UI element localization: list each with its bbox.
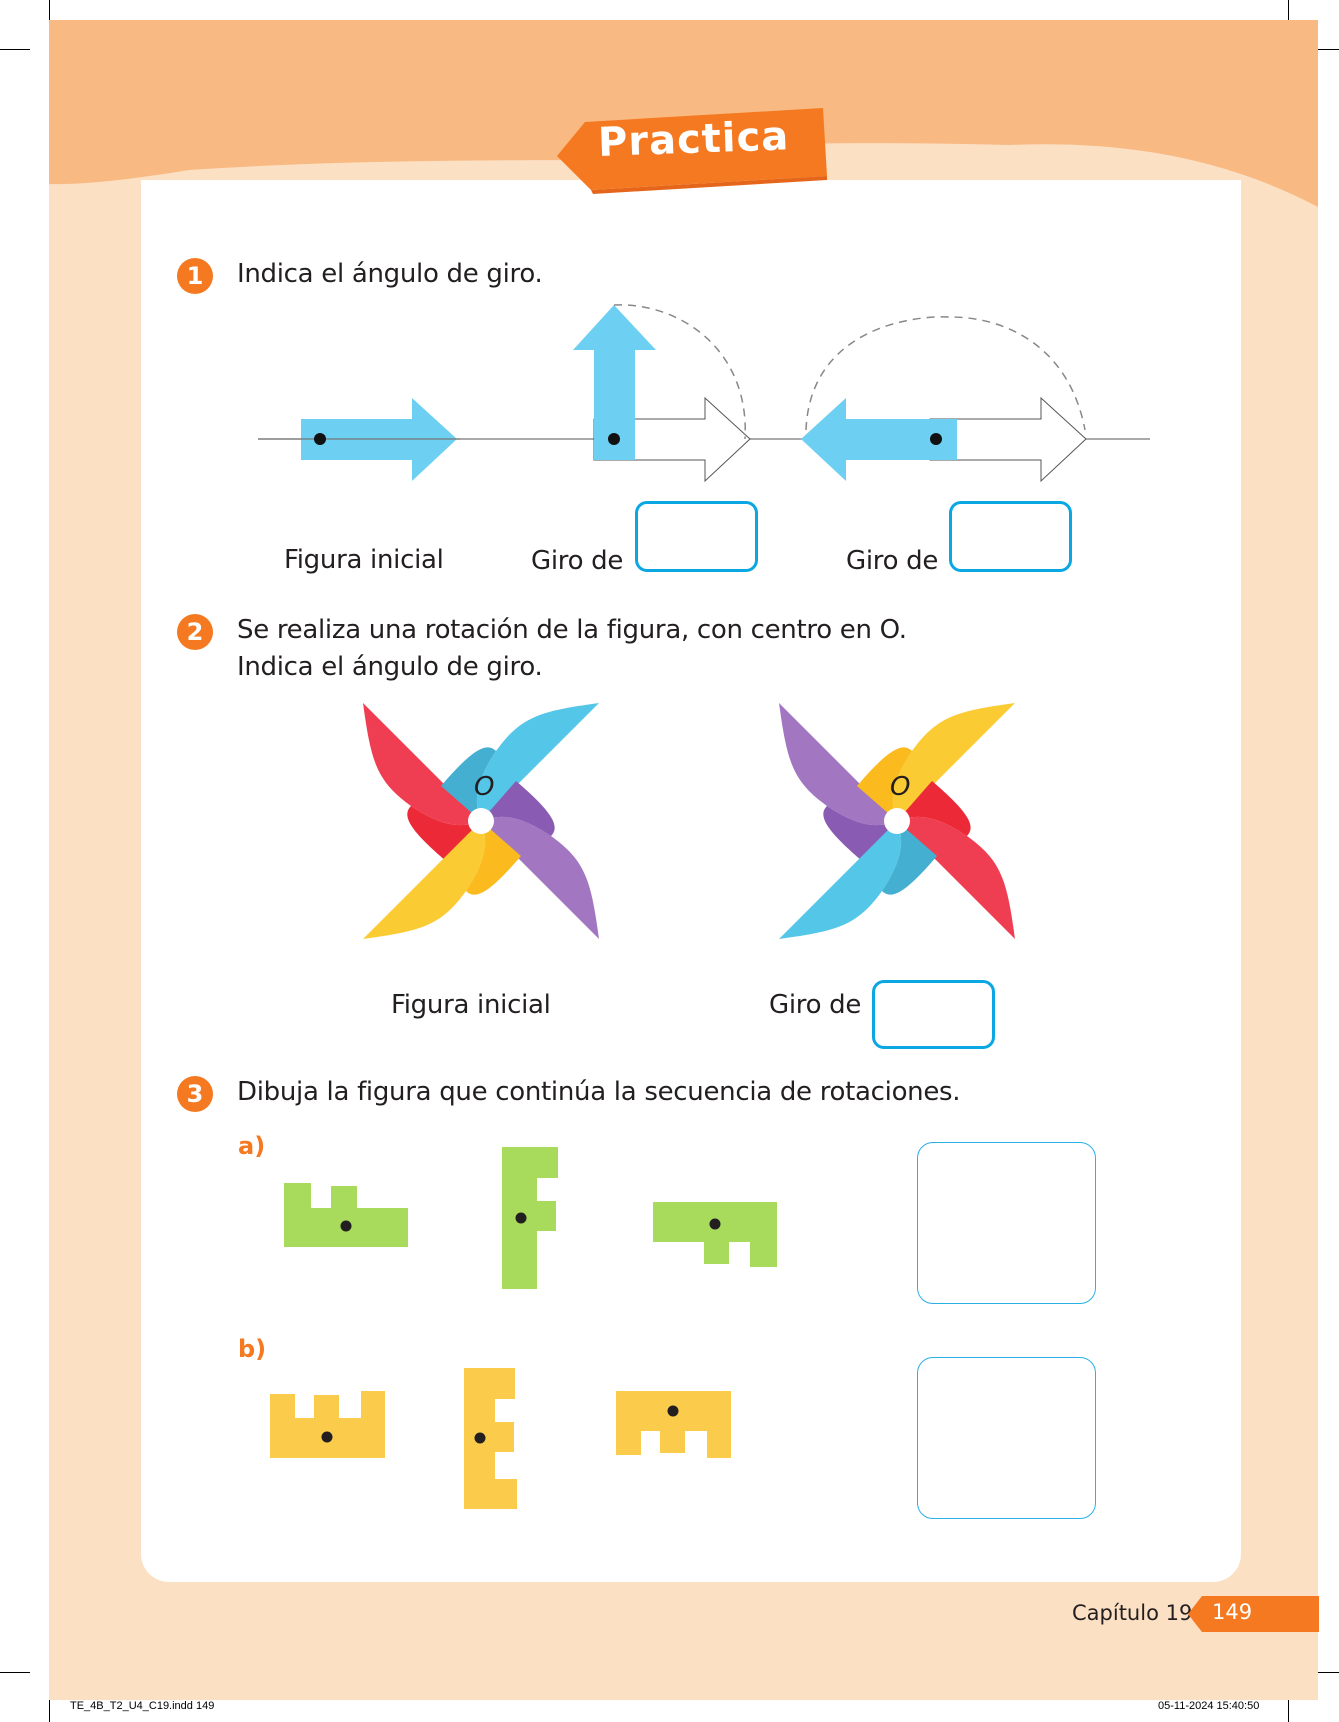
pinwheel-blade-yellow [363, 821, 521, 939]
turn-label: Giro de [846, 546, 939, 576]
drawing-box-b[interactable] [917, 1357, 1096, 1519]
shape-a-2 [502, 1147, 558, 1289]
title-banner [557, 108, 827, 194]
question-number: 1 [177, 258, 213, 294]
shape-a-3 [653, 1202, 777, 1267]
page-number-tab [1188, 1596, 1319, 1632]
question-text: Dibuja la figura que continúa la secuenc… [237, 1077, 961, 1107]
crop-mark [49, 1692, 50, 1722]
drawing-box-a[interactable] [917, 1142, 1096, 1304]
shape-b-2 [464, 1368, 517, 1509]
sequence-a [284, 1147, 777, 1289]
crop-mark [1288, 1692, 1289, 1722]
crop-mark [49, 0, 50, 30]
page-title: Practica [597, 113, 790, 166]
crop-mark [0, 1672, 30, 1673]
arrow-rotation-diagram [258, 304, 1150, 483]
turn-label: Giro de [531, 546, 624, 576]
answer-box-turn-2[interactable] [949, 501, 1072, 572]
question-number: 3 [177, 1076, 213, 1112]
question-text: Indica el ángulo de giro. [237, 259, 543, 289]
crop-mark [1307, 1672, 1339, 1673]
shape-b-1 [270, 1391, 385, 1458]
initial-figure-label: Figura inicial [391, 990, 551, 1020]
pinwheel-rotated [779, 703, 1015, 939]
initial-figure-label: Figura inicial [284, 545, 444, 575]
answer-box-turn-1[interactable] [635, 501, 758, 572]
center-label-o: O [890, 772, 911, 802]
pinwheel-center [884, 808, 910, 834]
answer-box-pinwheel-turn[interactable] [872, 980, 995, 1049]
sequence-b [270, 1368, 731, 1509]
part-label-b: b) [238, 1335, 267, 1363]
page-number: 149 [1212, 1600, 1253, 1624]
crop-mark [1288, 0, 1289, 30]
rotated-arrow-up [573, 305, 656, 460]
question-number: 2 [177, 614, 213, 650]
pinwheel-blade-blue [779, 821, 937, 939]
part-label-a: a) [238, 1132, 266, 1160]
crop-mark [1307, 49, 1339, 50]
question-text: Indica el ángulo de giro. [237, 652, 543, 682]
pinwheel-initial [363, 703, 599, 939]
shape-a-1 [284, 1183, 408, 1247]
crop-mark [0, 49, 30, 50]
center-label-o: O [474, 772, 495, 802]
timestamp-slug: 05-11-2024 15:40:50 [1158, 1700, 1260, 1712]
question-text: Se realiza una rotación de la figura, co… [237, 615, 907, 645]
header-band [49, 20, 1318, 207]
chapter-label: Capítulo 19 [1072, 1601, 1193, 1625]
file-slug: TE_4B_T2_U4_C19.indd 149 [70, 1700, 215, 1712]
shape-b-3 [616, 1391, 731, 1458]
rotated-arrow-left [801, 398, 957, 481]
turn-label: Giro de [769, 990, 862, 1020]
rotation-arc [805, 316, 1086, 431]
rotation-arc [613, 304, 746, 440]
pinwheel-center [468, 808, 494, 834]
